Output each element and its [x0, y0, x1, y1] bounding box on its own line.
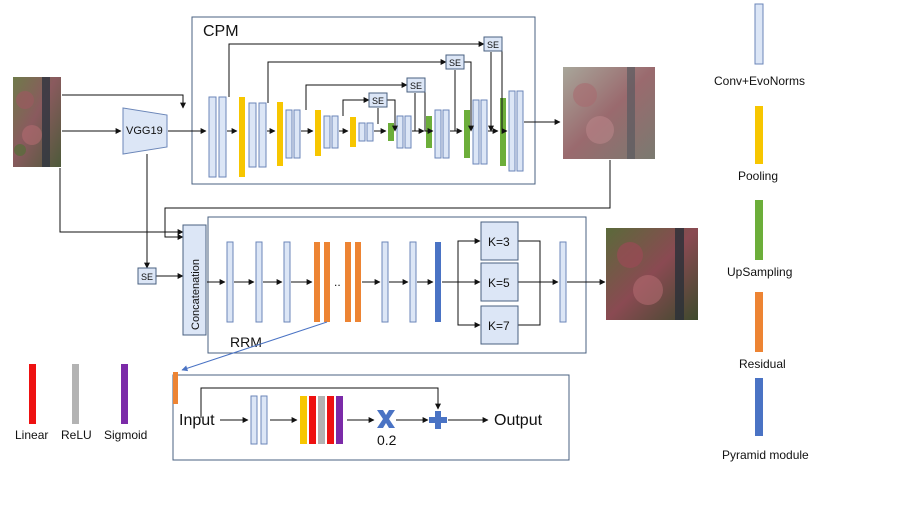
rrm-layers [226, 241, 567, 323]
svg-text:Sigmoid: Sigmoid [104, 428, 147, 442]
activation-legend: Linear ReLU Sigmoid [15, 364, 147, 442]
svg-text:SE: SE [487, 40, 499, 50]
svg-text:Linear: Linear [15, 428, 48, 442]
svg-text:Conv+EvoNorms: Conv+EvoNorms [714, 74, 805, 88]
cpm-layers [208, 90, 524, 178]
vgg19-label: VGG19 [126, 125, 163, 137]
svg-text:Pyramid module: Pyramid module [722, 448, 809, 462]
cpm-title: CPM [203, 23, 239, 40]
final-output-image [606, 228, 698, 320]
multiply-icon [377, 410, 395, 428]
residual-output-label: Output [494, 412, 543, 429]
rrm-se-block: SE [137, 267, 157, 285]
svg-text:Pooling: Pooling [738, 169, 778, 183]
input-image [13, 77, 61, 167]
svg-text:ReLU: ReLU [61, 428, 92, 442]
cpm-box [191, 16, 536, 185]
svg-text:SE: SE [449, 58, 461, 68]
vgg19-block: VGG19 [122, 107, 168, 155]
svg-text:UpSampling: UpSampling [727, 265, 792, 279]
svg-text:K=3: K=3 [488, 235, 510, 249]
svg-text:Residual: Residual [739, 357, 786, 371]
svg-text:SE: SE [410, 81, 422, 91]
layer-type-legend: Conv+EvoNorms Pooling UpSampling Residua… [714, 3, 809, 462]
svg-text:SE: SE [141, 272, 153, 282]
pyramid-kernels: K=3 K=5 K=7 [480, 221, 519, 345]
residual-layers [250, 395, 343, 445]
rrm-box [207, 216, 587, 354]
svg-text:Concatenation: Concatenation [190, 259, 202, 330]
svg-text:K=7: K=7 [488, 319, 510, 333]
concatenation-block: Concatenation [182, 224, 207, 336]
residual-detail-box [172, 374, 570, 461]
svg-text:K=5: K=5 [488, 276, 510, 290]
rrm-dots: .. [334, 275, 341, 289]
svg-text:SE: SE [372, 96, 384, 106]
scale-label: 0.2 [377, 432, 397, 448]
residual-input-label: Input [179, 412, 215, 429]
add-icon [429, 411, 447, 429]
cpm-se-blocks: SE SE SE SE [368, 36, 503, 108]
cpm-output-image [563, 67, 655, 159]
rrm-title: RRM [230, 334, 262, 350]
